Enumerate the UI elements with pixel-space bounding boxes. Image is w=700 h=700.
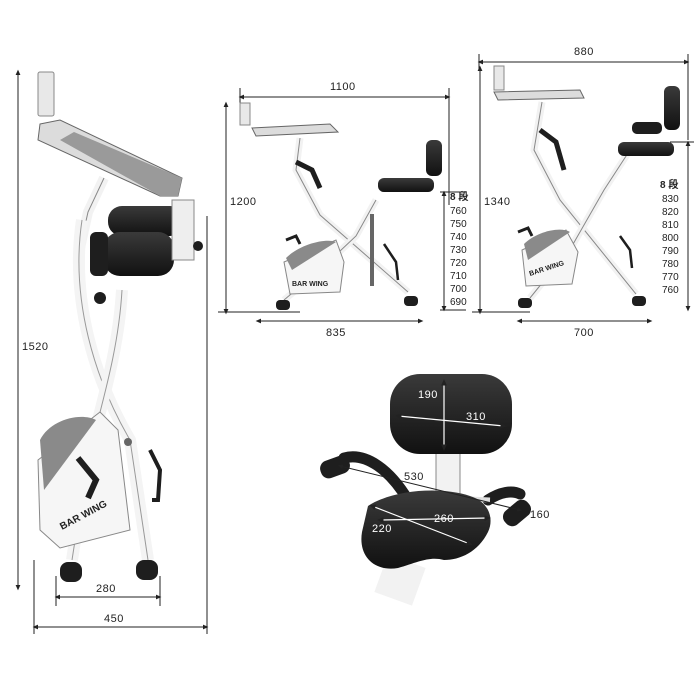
level-low-3: 730 xyxy=(450,245,467,256)
side-view-high: 880 1340 BAR WING 700 8 段 xyxy=(472,46,694,339)
level-high-3: 800 xyxy=(662,233,679,244)
wheel-span-label: 280 xyxy=(96,583,116,595)
pedal-crank xyxy=(75,456,100,500)
side-high-base-label: 700 xyxy=(574,327,594,339)
rear-wheel xyxy=(136,560,158,580)
level-high-0: 830 xyxy=(662,194,679,205)
grip-length-label: 160 xyxy=(530,509,550,521)
tablet-clip xyxy=(37,71,55,117)
side-high-height-label: 1340 xyxy=(484,196,510,208)
backrest-width-arrow xyxy=(395,413,507,429)
seat-high xyxy=(618,142,674,156)
level-high-2: 810 xyxy=(662,220,679,231)
handle-span-arrow xyxy=(337,464,523,512)
level-high-7: 760 xyxy=(662,285,679,296)
backrest-width-label: 310 xyxy=(466,411,486,423)
adjust-knob xyxy=(94,292,106,304)
handle-span-label: 530 xyxy=(404,471,424,483)
level-low-0: 760 xyxy=(450,206,467,217)
front-wheel xyxy=(60,562,82,582)
side-low-height-label: 1200 xyxy=(230,196,256,208)
level-high-6: 770 xyxy=(662,272,679,283)
side-low-base-label: 835 xyxy=(326,327,346,339)
left-handle xyxy=(338,451,414,506)
seat-depth-arrow xyxy=(369,504,473,546)
brand-logo-low: BAR WING xyxy=(292,281,329,288)
level-high-5: 780 xyxy=(662,259,679,270)
backrest-height-label: 190 xyxy=(418,389,438,401)
level-high-4: 790 xyxy=(662,246,679,257)
folded-grip xyxy=(90,232,108,276)
level-low-1: 750 xyxy=(450,219,467,230)
side-view-low: 1100 1200 BAR WING 835 8 xyxy=(218,81,468,339)
level-low-4: 720 xyxy=(450,258,467,269)
folded-height-label: 1520 xyxy=(22,341,48,353)
right-handle xyxy=(482,486,526,506)
side-low-width-label: 1100 xyxy=(330,81,356,93)
seat-depth-label: 220 xyxy=(372,523,392,535)
backrest-high xyxy=(664,86,680,130)
tablet-tray-high xyxy=(493,89,585,101)
backrest-low xyxy=(426,140,442,176)
level-low-2: 740 xyxy=(450,232,467,243)
backrest-cushion xyxy=(390,374,512,454)
depth-label: 450 xyxy=(104,613,124,625)
level-low-7: 690 xyxy=(450,297,467,308)
folded-bike-view: 1520 BAR WING xyxy=(15,69,209,634)
level-low-5: 710 xyxy=(450,271,467,282)
tablet-tray-shade xyxy=(60,132,182,196)
folded-backrest xyxy=(108,206,184,236)
levels-label-high: 8 段 xyxy=(660,178,678,191)
seat-width-label: 260 xyxy=(434,513,454,525)
folded-seat xyxy=(104,232,174,276)
levels-label-low: 8 段 xyxy=(450,190,468,203)
tablet-tray-low xyxy=(251,123,340,137)
side-high-width-label: 880 xyxy=(574,46,594,58)
right-grip xyxy=(502,499,532,527)
level-low-6: 700 xyxy=(450,284,467,295)
level-high-1: 820 xyxy=(662,207,679,218)
seat-low xyxy=(378,178,434,192)
seat-detail-view: 190 310 530 160 260 220 xyxy=(320,374,550,606)
